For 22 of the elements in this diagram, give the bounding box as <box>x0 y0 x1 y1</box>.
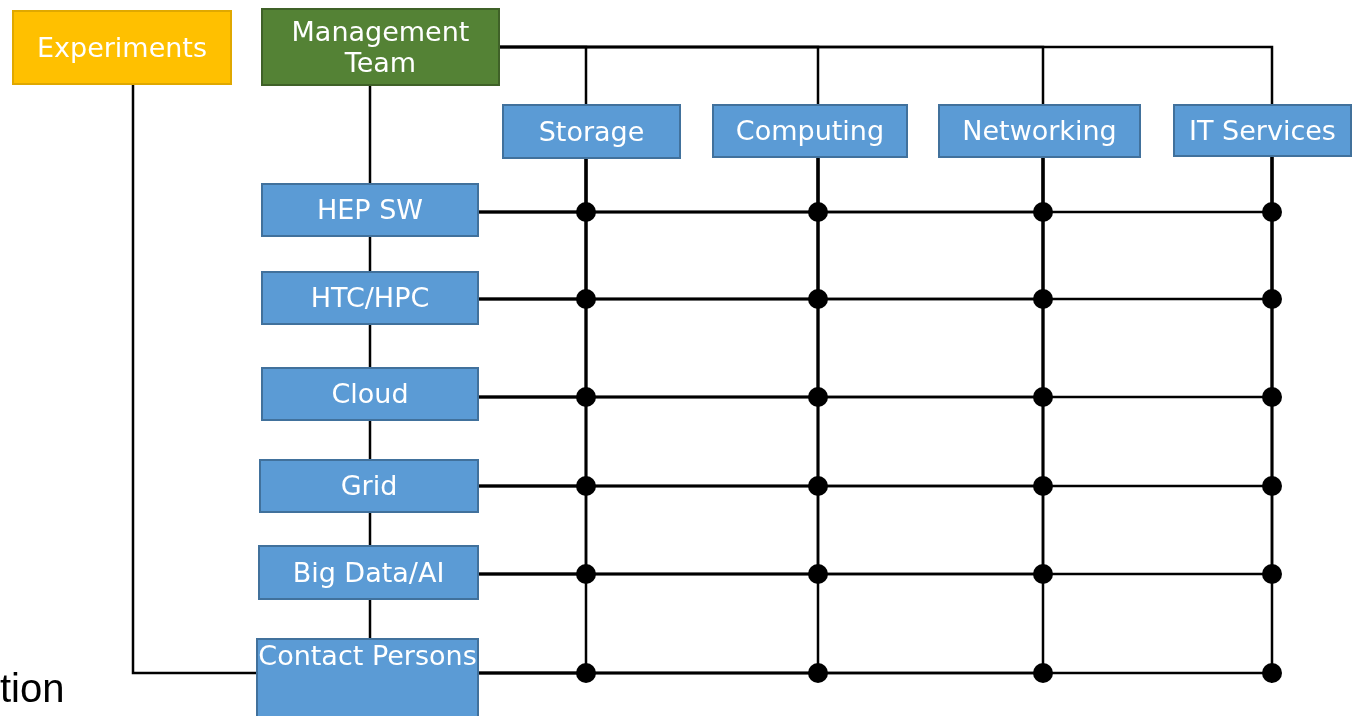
process-box: Networking <box>938 104 1141 158</box>
process-box: Grid <box>259 459 479 513</box>
process-box: Computing <box>712 104 908 158</box>
process-box: Storage <box>502 104 681 159</box>
process-box: Contact Persons <box>256 638 479 716</box>
connector-line <box>131 85 256 675</box>
connector-line <box>479 157 1274 675</box>
connector-line <box>368 513 372 545</box>
process-box: HEP SW <box>261 183 479 237</box>
process-box: HTC/HPC <box>261 271 479 325</box>
process-box: Experiments <box>12 10 232 85</box>
connector-line <box>368 86 372 183</box>
process-box: Cloud <box>261 367 479 421</box>
connector-line <box>500 45 1274 104</box>
connector-line <box>368 421 372 459</box>
connector-line <box>368 325 372 367</box>
process-box: IT Services <box>1173 104 1352 157</box>
connector-line <box>368 237 372 271</box>
note-text: tion <box>0 666 65 711</box>
process-box: Big Data/AI <box>258 545 479 600</box>
process-box: Management Team <box>261 8 500 86</box>
connector-line <box>368 600 372 638</box>
